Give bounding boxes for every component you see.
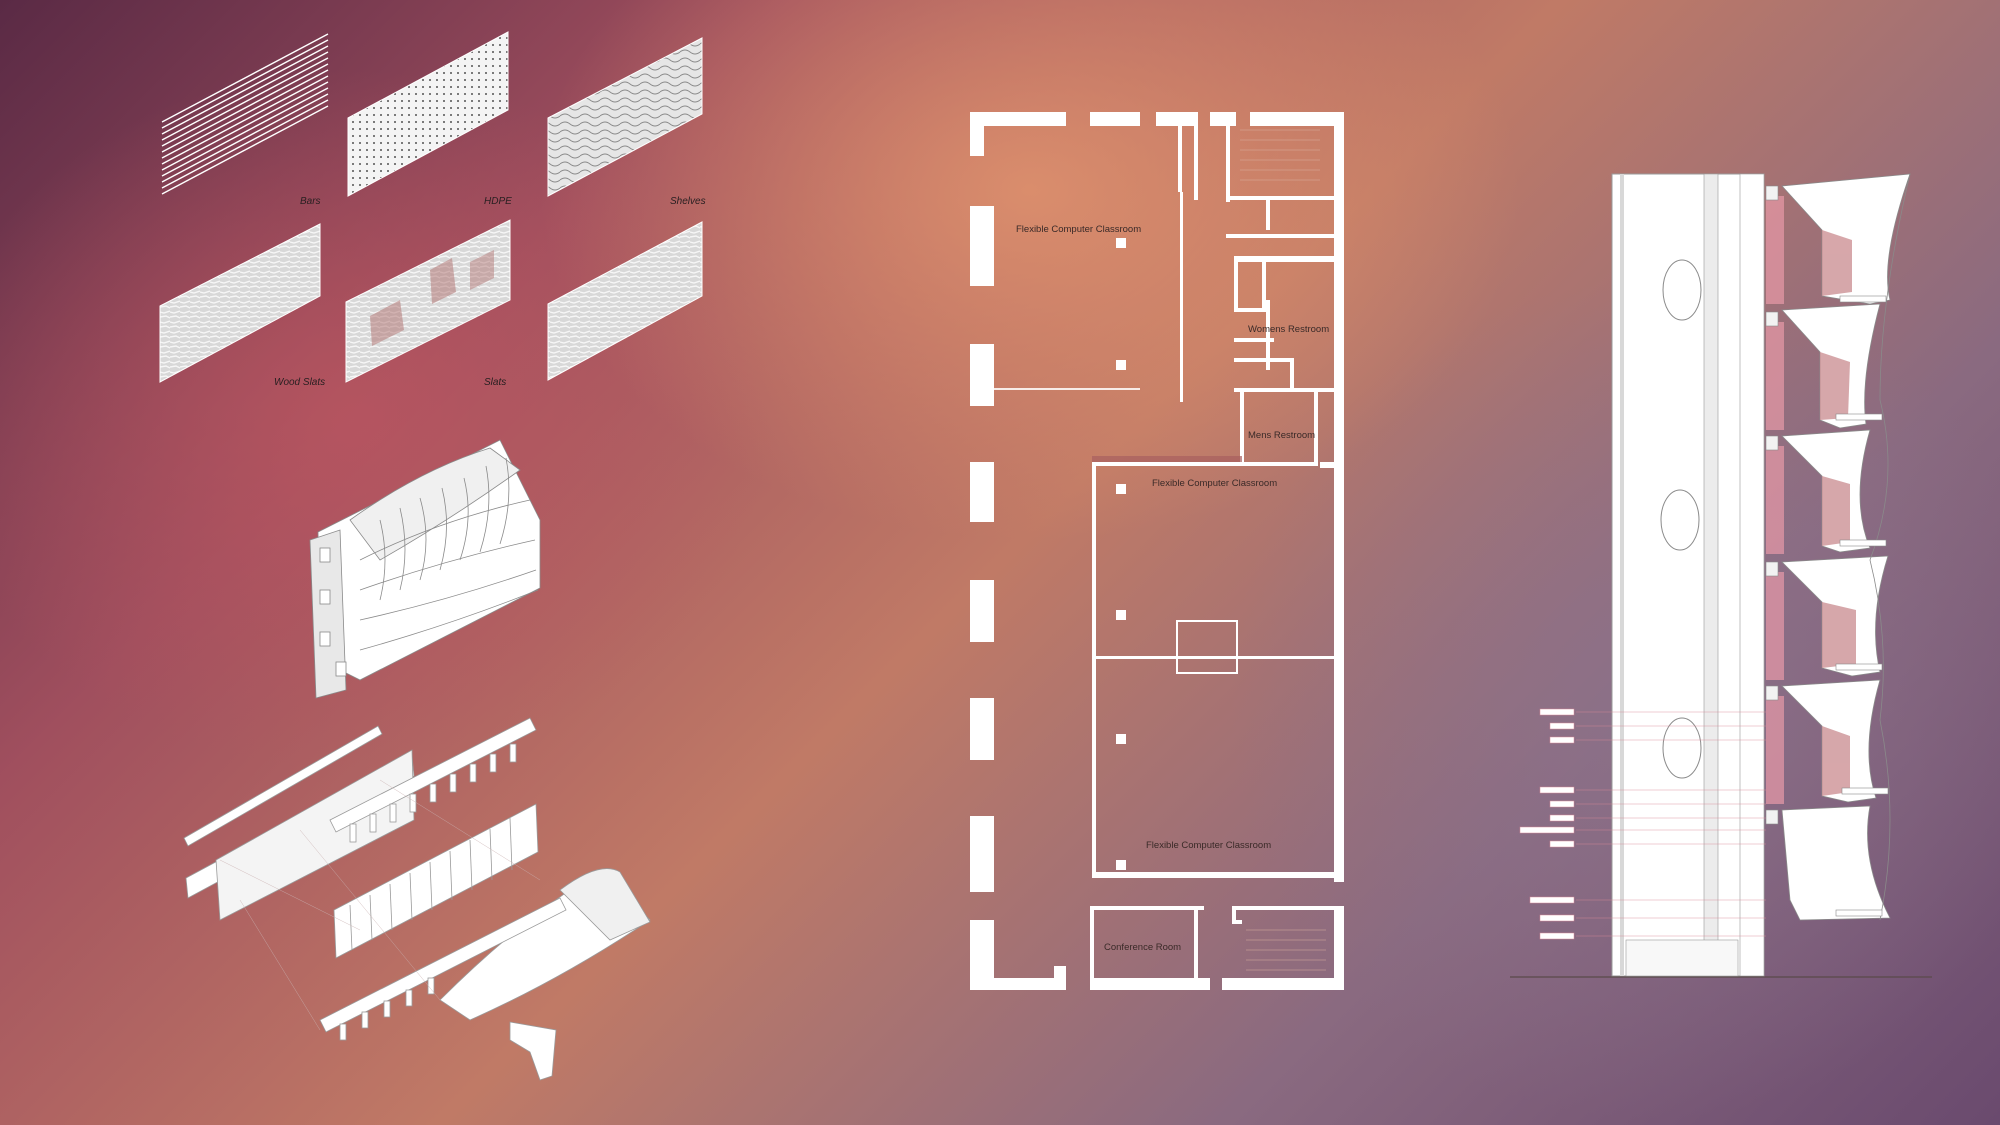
swatch-slats	[345, 219, 511, 383]
room-classroom-3: Flexible Computer Classroom	[1146, 840, 1271, 851]
swatch-shelves-variant	[547, 221, 703, 381]
swatch-bars	[161, 33, 329, 195]
swatch-hdpe	[347, 31, 509, 197]
stair-bottom	[1246, 929, 1326, 971]
room-classroom-1: Flexible Computer Classroom	[1016, 224, 1141, 235]
swatch-shelves	[547, 37, 703, 197]
label-hdpe: HDPE	[484, 196, 512, 207]
label-wood-slats: Wood Slats	[274, 377, 325, 388]
label-bars: Bars	[300, 196, 321, 207]
swatch-wood-slats	[159, 223, 321, 383]
room-mens-restroom: Mens Restroom	[1248, 430, 1315, 441]
material-swatches: Bars HDPE Shelves Wood Slats Slats	[159, 31, 706, 388]
room-classroom-2: Flexible Computer Classroom	[1152, 478, 1277, 489]
stair-top	[1240, 129, 1320, 181]
wall-assembly-axonometric	[309, 439, 541, 699]
room-conference: Conference Room	[1104, 942, 1181, 953]
label-shelves: Shelves	[670, 196, 706, 207]
floor-plan	[970, 112, 1344, 990]
room-womens-restroom: Womens Restroom	[1248, 324, 1329, 335]
wall-section	[1510, 173, 1932, 978]
label-slats: Slats	[484, 377, 506, 388]
wall-assembly-exploded	[183, 717, 651, 1081]
